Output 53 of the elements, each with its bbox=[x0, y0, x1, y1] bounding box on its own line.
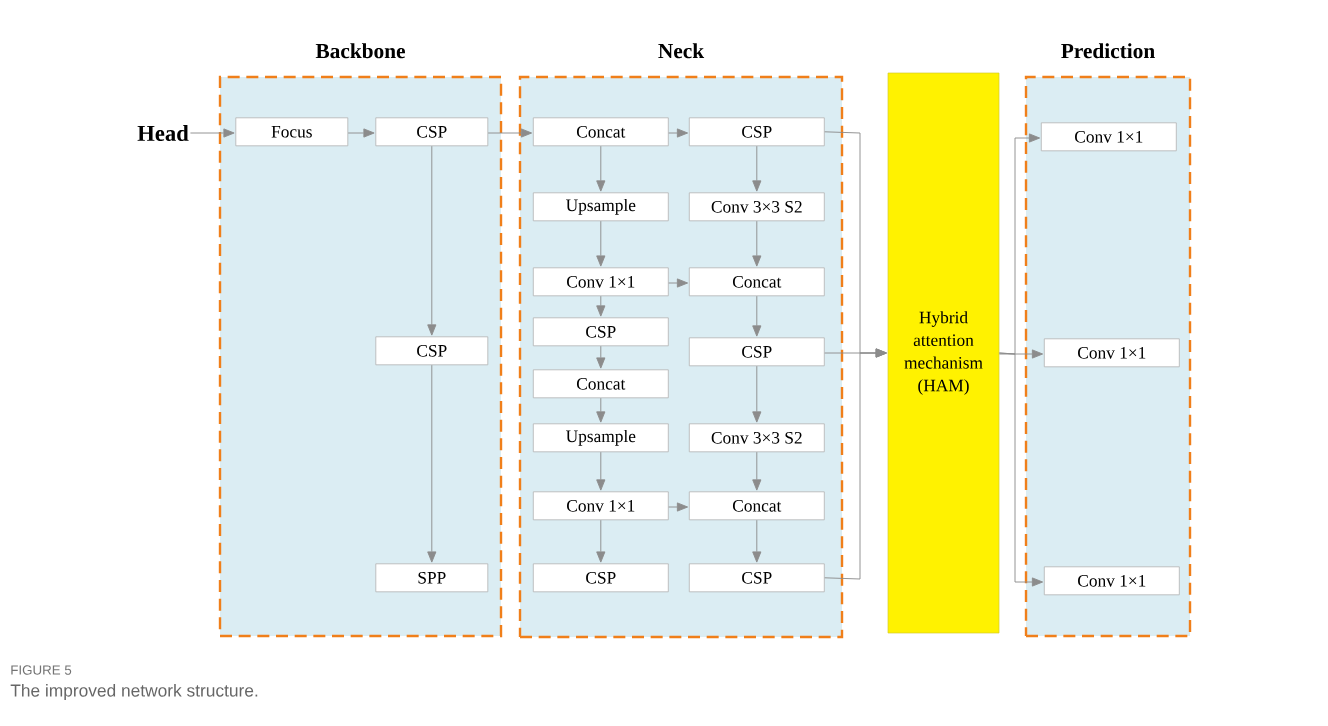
arrow bbox=[668, 128, 689, 138]
layer-box: Upsample bbox=[532, 192, 669, 222]
attention-box: Hybrid attention mechanism (HAM) bbox=[887, 72, 1000, 634]
arrow bbox=[824, 348, 887, 580]
arrow bbox=[752, 519, 762, 563]
layer-box: CSP bbox=[375, 336, 489, 366]
layer-box: Concat bbox=[532, 369, 669, 399]
panel-heading: Neck bbox=[658, 43, 705, 59]
arrow bbox=[596, 145, 606, 192]
arrow bbox=[596, 519, 606, 563]
arrow bbox=[596, 345, 606, 369]
arrow bbox=[596, 397, 606, 423]
panel-heading: Backbone bbox=[315, 43, 405, 59]
layer-box: CSP bbox=[688, 563, 825, 593]
arrow bbox=[752, 365, 762, 423]
layer-box: CSP bbox=[688, 337, 825, 367]
layer-box: Concat bbox=[688, 267, 825, 297]
layer-box: CSP bbox=[688, 117, 825, 147]
layer-box: Conv 1×1 bbox=[1043, 566, 1180, 596]
layer-box: SPP bbox=[375, 563, 489, 593]
arrow bbox=[998, 352, 1044, 587]
arrow bbox=[668, 278, 689, 288]
layer-box: CSP bbox=[375, 117, 489, 147]
layer-box: Conv 3×3 S2 bbox=[688, 192, 825, 222]
arrow bbox=[487, 128, 533, 138]
layer-box: Conv 1×1 bbox=[532, 267, 669, 297]
layer-box: CSP bbox=[532, 317, 669, 347]
arrow bbox=[998, 349, 1044, 359]
arrow bbox=[596, 295, 606, 317]
arrow bbox=[668, 502, 689, 512]
arrow bbox=[752, 220, 762, 267]
arrow bbox=[596, 220, 606, 267]
figure-label: FIGURE 5 bbox=[11, 665, 72, 675]
layer-box: CSP bbox=[532, 563, 669, 593]
arrow bbox=[427, 145, 437, 336]
layer-box: Focus bbox=[235, 117, 349, 147]
arrow bbox=[347, 128, 375, 138]
caption: The improved network structure. bbox=[10, 683, 258, 701]
arrow bbox=[596, 451, 606, 491]
arrow bbox=[189, 128, 235, 138]
arrow bbox=[752, 295, 762, 337]
layer-box: Conv 1×1 bbox=[532, 491, 669, 521]
layer-box: Concat bbox=[532, 117, 669, 147]
layer-box: Conv 3×3 S2 bbox=[688, 423, 825, 453]
panel-heading: Prediction bbox=[1061, 43, 1155, 59]
input-label: Head bbox=[137, 125, 189, 141]
arrow bbox=[427, 364, 437, 563]
layer-box: Conv 1×1 bbox=[1040, 122, 1177, 152]
layer-box: Upsample bbox=[532, 423, 669, 453]
arrow bbox=[752, 451, 762, 491]
layer-box: Conv 1×1 bbox=[1043, 338, 1180, 368]
arrow bbox=[752, 145, 762, 192]
layer-box: Concat bbox=[688, 491, 825, 521]
